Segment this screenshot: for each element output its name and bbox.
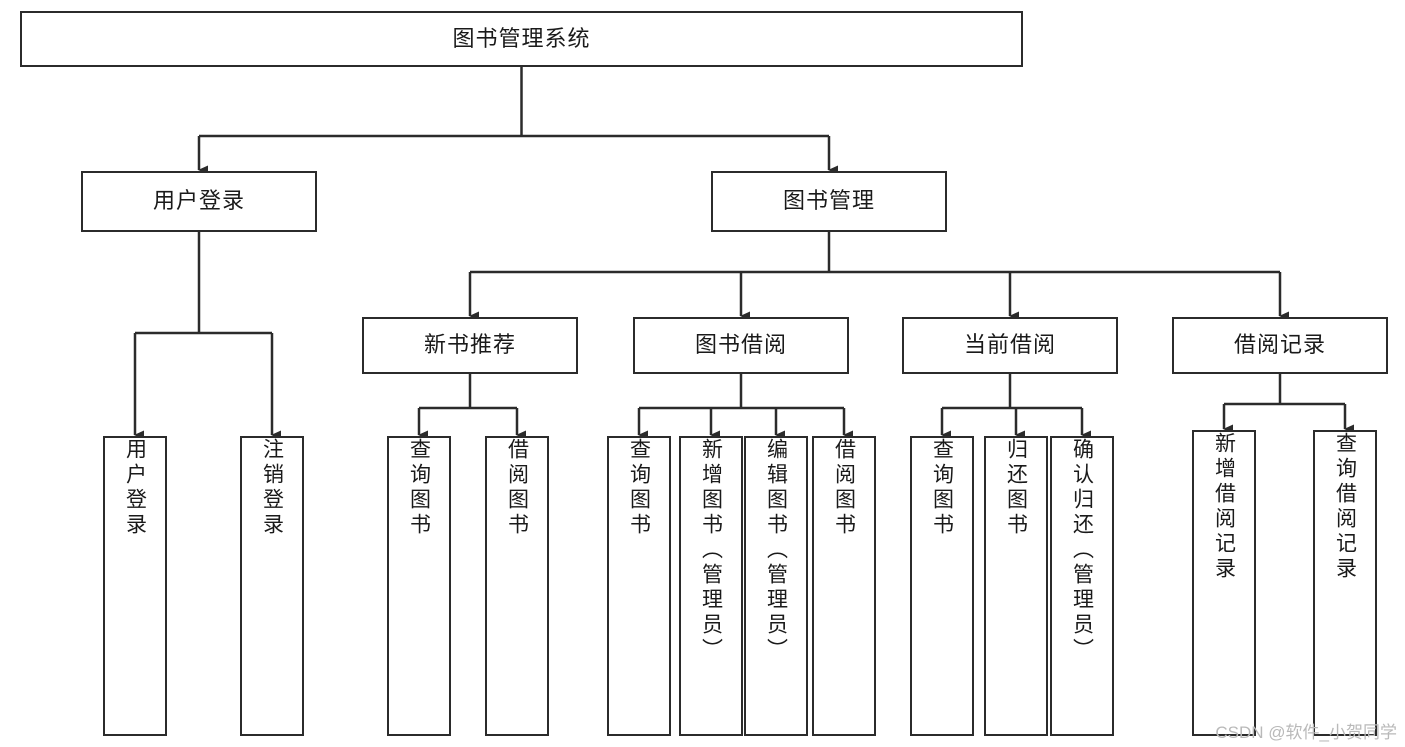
node-box-l-q1[interactable]: 查询图书 bbox=[387, 436, 451, 736]
node-box-l-qrec[interactable]: 查询借阅记录 bbox=[1313, 430, 1377, 736]
node-label-l-b1: 借阅图书 bbox=[505, 438, 529, 538]
node-label-current: 当前借阅 bbox=[963, 332, 1056, 358]
node-box-l-addrec[interactable]: 新增借阅记录 bbox=[1192, 430, 1256, 736]
node-label-bookmgmt: 图书管理 bbox=[782, 188, 875, 214]
node-box-l-confirm[interactable]: 确认归还（管理员） bbox=[1050, 436, 1114, 736]
watermark-text: CSDN @软件_小贺同学 bbox=[1215, 723, 1397, 742]
node-label-l-edit: 编辑图书（管理员） bbox=[764, 438, 788, 663]
node-label-l-addrec: 新增借阅记录 bbox=[1212, 432, 1236, 582]
node-label-l-q3: 查询图书 bbox=[930, 438, 954, 538]
node-label-l-qrec: 查询借阅记录 bbox=[1333, 432, 1357, 582]
node-label-l-q1: 查询图书 bbox=[407, 438, 431, 538]
node-box-login[interactable]: 用户登录 bbox=[81, 171, 317, 232]
node-label-l-confirm: 确认归还（管理员） bbox=[1070, 438, 1094, 663]
node-label-l-b2: 借阅图书 bbox=[832, 438, 856, 538]
node-label-l-add: 新增图书（管理员） bbox=[699, 438, 723, 663]
node-label-l-login: 用户登录 bbox=[123, 438, 147, 538]
node-label-l-return: 归还图书 bbox=[1004, 438, 1028, 538]
node-label-l-q2: 查询图书 bbox=[627, 438, 651, 538]
node-label-login: 用户登录 bbox=[152, 188, 245, 214]
node-box-current[interactable]: 当前借阅 bbox=[902, 317, 1118, 374]
node-box-l-q2[interactable]: 查询图书 bbox=[607, 436, 671, 736]
node-label-record: 借阅记录 bbox=[1233, 332, 1326, 358]
node-box-l-q3[interactable]: 查询图书 bbox=[910, 436, 974, 736]
node-box-l-b1[interactable]: 借阅图书 bbox=[485, 436, 549, 736]
node-box-l-login[interactable]: 用户登录 bbox=[103, 436, 167, 736]
node-label-newbook: 新书推荐 bbox=[423, 332, 516, 358]
node-box-record[interactable]: 借阅记录 bbox=[1172, 317, 1388, 374]
node-box-borrow[interactable]: 图书借阅 bbox=[633, 317, 849, 374]
node-label-borrow: 图书借阅 bbox=[694, 332, 787, 358]
node-box-root[interactable]: 图书管理系统 bbox=[20, 11, 1023, 67]
node-box-l-b2[interactable]: 借阅图书 bbox=[812, 436, 876, 736]
node-box-l-edit[interactable]: 编辑图书（管理员） bbox=[744, 436, 808, 736]
node-box-l-logout[interactable]: 注销登录 bbox=[240, 436, 304, 736]
node-box-l-add[interactable]: 新增图书（管理员） bbox=[679, 436, 743, 736]
node-box-bookmgmt[interactable]: 图书管理 bbox=[711, 171, 947, 232]
node-box-newbook[interactable]: 新书推荐 bbox=[362, 317, 578, 374]
node-label-root: 图书管理系统 bbox=[452, 25, 591, 51]
node-box-l-return[interactable]: 归还图书 bbox=[984, 436, 1048, 736]
node-label-l-logout: 注销登录 bbox=[260, 438, 284, 538]
